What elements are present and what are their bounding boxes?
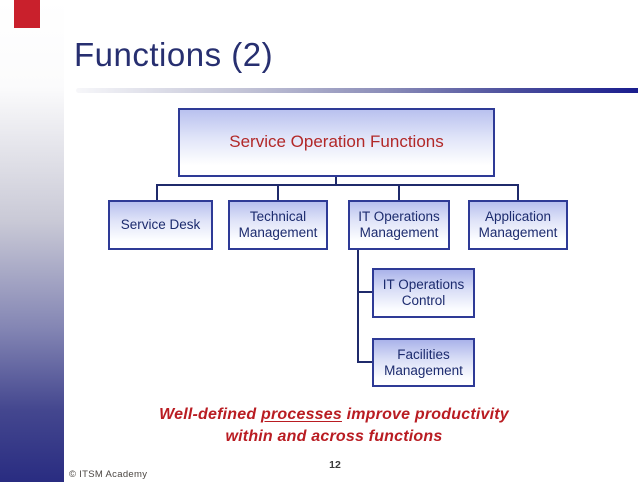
connector-horizontal-rail [156, 184, 519, 186]
key-message-underlined-word: processes [261, 406, 342, 423]
key-message-line1: Well-defined processes improve productiv… [84, 404, 584, 426]
org-box-it-operations-management: IT Operations Management [348, 200, 450, 250]
key-message-line1-pre: Well-defined [159, 406, 261, 423]
key-message: Well-defined processes improve productiv… [84, 404, 584, 448]
org-box-application-management: Application Management [468, 200, 568, 250]
slide-title: Functions (2) [74, 36, 274, 73]
connector-stub-service-desk [156, 184, 158, 200]
org-box-it-operations-control: IT Operations Control [372, 268, 475, 318]
connector-elbow-it-operations-control [357, 291, 372, 293]
connector-sub-vertical [357, 250, 359, 363]
key-message-line2: within and across functions [225, 428, 443, 445]
title-divider-rule [76, 88, 638, 93]
copyright-text: © ITSM Academy [69, 469, 148, 480]
red-ribbon-tab [14, 0, 40, 28]
org-box-technical-management: Technical Management [228, 200, 328, 250]
connector-elbow-facilities-management [357, 361, 372, 363]
page-number: 12 [329, 459, 341, 471]
sidebar-gradient-bar [0, 0, 64, 482]
connector-root-stub [335, 177, 337, 185]
key-message-line1-post: improve productivity [341, 406, 509, 423]
connector-stub-it-operations-management [398, 184, 400, 200]
org-box-service-desk: Service Desk [108, 200, 213, 250]
connector-stub-application-management [517, 184, 519, 200]
connector-stub-technical-management [277, 184, 279, 200]
org-box-facilities-management: Facilities Management [372, 338, 475, 387]
org-box-service-operation-functions: Service Operation Functions [178, 108, 495, 177]
